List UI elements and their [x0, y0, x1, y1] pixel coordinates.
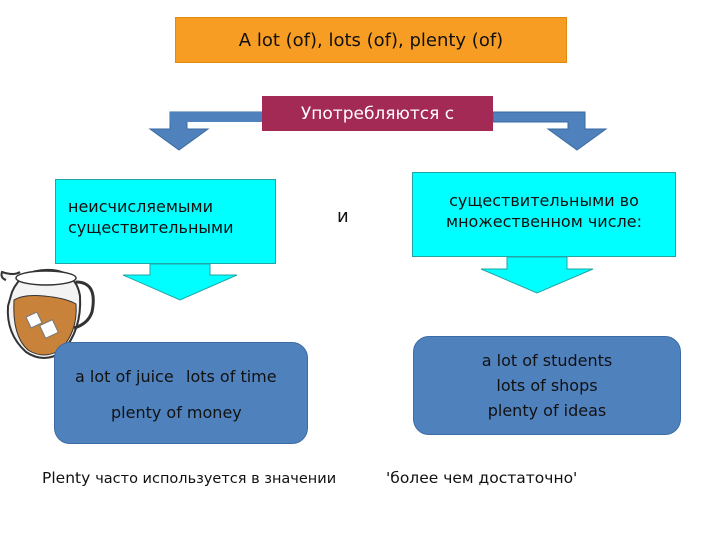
note-meaning: часто используется в значении: [95, 471, 337, 487]
plural-box: существительными во множественном числе:: [412, 172, 676, 257]
plural-examples-box: a lot of students lots of shops plenty o…: [413, 336, 681, 435]
uncountable-line1: неисчисляемыми: [68, 197, 214, 216]
uncountable-examples-box: a lot of juice lots of time plenty of mo…: [54, 342, 308, 444]
plural-line2: множественном числе:: [446, 211, 642, 231]
example-students: a lot of students: [481, 351, 613, 370]
title-box: A lot (of), lots (of), plenty (of): [175, 17, 567, 63]
subtitle-box: Употребляются с: [262, 96, 493, 131]
subtitle-text: Употребляются с: [300, 103, 455, 124]
example-juice: a lot of juice: [75, 367, 174, 386]
uncountable-box: неисчисляемыми существительными: [55, 179, 276, 264]
note-plenty: Plenty: [42, 469, 91, 487]
title-text: A lot (of), lots (of), plenty (of): [238, 29, 504, 51]
example-shops: lots of shops: [496, 376, 598, 395]
left-down-arrow: [122, 263, 238, 301]
plural-line1: существительными во: [449, 190, 639, 210]
example-ideas: plenty of ideas: [487, 401, 607, 420]
right-down-arrow: [480, 256, 594, 294]
connector-text: и: [337, 206, 349, 227]
uncountable-line2: существительными: [68, 218, 234, 237]
note-quote: 'более чем достаточно': [386, 469, 578, 487]
example-money: plenty of money: [111, 403, 242, 422]
note-text: Plenty часто используется в значении: [42, 469, 336, 487]
right-bent-arrow: [492, 111, 608, 151]
juice-jug-icon: [0, 268, 95, 359]
example-time: lots of time: [186, 367, 277, 386]
